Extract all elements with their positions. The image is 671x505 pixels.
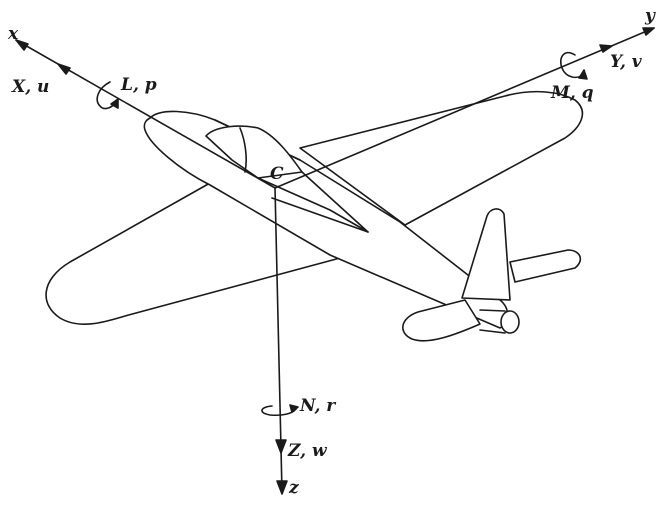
- yaw-moment-label: N, r: [300, 396, 336, 416]
- pitch-moment-icon: [559, 51, 584, 79]
- tail-exhaust: [500, 310, 520, 334]
- vertical-tail: [461, 208, 511, 301]
- horizontal-tail-right: [509, 249, 582, 283]
- roll-moment-label: L, p: [121, 75, 157, 95]
- x-axis-arrow-icon: [15, 39, 29, 51]
- z-force-label: Z, w: [288, 441, 327, 461]
- y-axis-arrow-icon: [642, 27, 655, 36]
- y-axis-label: y: [645, 6, 655, 26]
- tail-cone: [479, 309, 506, 334]
- yaw-moment-icon: [261, 405, 297, 417]
- yaw-moment-arrowhead-icon: [289, 404, 299, 413]
- x-force-arrow-icon: [57, 63, 71, 75]
- z-axis-arrow-icon: [276, 480, 288, 495]
- x-force-label: X, u: [12, 77, 50, 97]
- y-axis-line: [274, 27, 655, 189]
- pitch-moment-label: M, q: [551, 83, 594, 103]
- horizontal-tail-left: [402, 299, 481, 342]
- z-axis-label: z: [289, 478, 299, 498]
- y-force-arrow-icon: [599, 44, 613, 53]
- x-axis-line: [15, 39, 276, 189]
- dorsal-fairing: [257, 171, 369, 233]
- x-axis-label: x: [8, 24, 19, 44]
- fairing-ridge: [271, 197, 369, 233]
- roll-moment-icon: [96, 81, 117, 110]
- origin-label-c: C: [270, 164, 284, 184]
- canopy-frame: [239, 127, 247, 173]
- y-force-label: Y, v: [610, 52, 642, 72]
- roll-moment-arrowhead-icon: [110, 98, 119, 109]
- z-force-arrow-icon: [275, 439, 287, 454]
- right-wing: [299, 90, 584, 226]
- pitch-moment-arrowhead-icon: [578, 69, 588, 80]
